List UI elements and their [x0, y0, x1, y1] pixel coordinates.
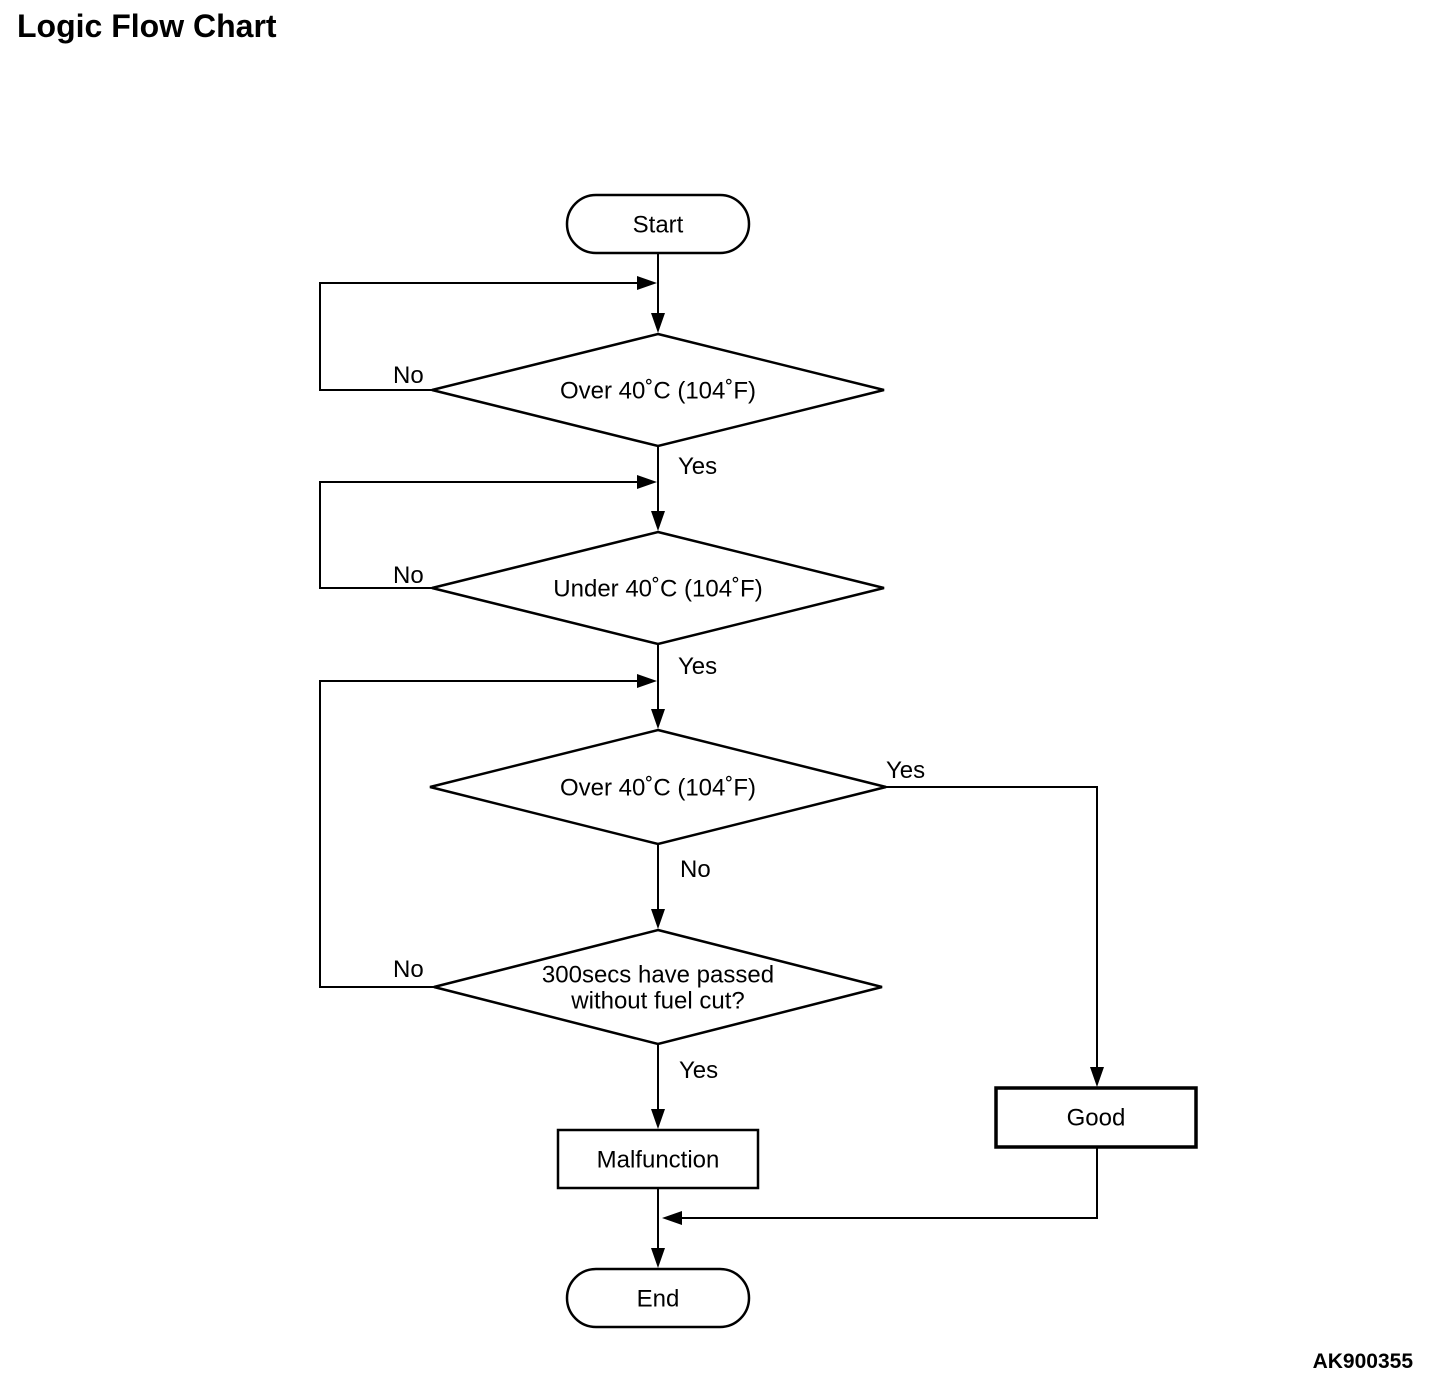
edge-label-d2-no: No	[393, 562, 424, 589]
node-end: End	[565, 1267, 751, 1329]
good-shape	[994, 1086, 1198, 1149]
edge-label-d2-yes: Yes	[678, 653, 717, 680]
decision-label-line1: 300secs have passed	[542, 962, 774, 989]
edge-label-d1-no: No	[393, 362, 424, 389]
edge-d3-no	[651, 844, 665, 929]
malfunction-shape	[556, 1128, 760, 1190]
edge-malfunction-to-end	[651, 1188, 665, 1268]
edge-start-to-d1	[651, 252, 665, 333]
node-decision-under-40c: Under 40˚C (104˚F)	[431, 530, 885, 646]
edge-arrowhead	[651, 1248, 665, 1268]
edge-arrowhead	[637, 674, 657, 688]
edge-arrowhead	[651, 511, 665, 531]
start-shape	[565, 193, 751, 255]
decision-shape	[431, 530, 885, 646]
good-label: Good	[1067, 1105, 1126, 1132]
node-start: Start	[565, 193, 751, 255]
node-decision-over-40c-2: Over 40˚C (104˚F)	[429, 728, 887, 846]
node-good: Good	[994, 1086, 1198, 1149]
start-label: Start	[633, 212, 684, 239]
edge-d1-yes	[651, 446, 665, 531]
edge-arrowhead	[1090, 1067, 1104, 1087]
edge-line	[319, 680, 638, 988]
node-malfunction: Malfunction	[556, 1128, 760, 1190]
edge-d1-no-loop	[319, 276, 657, 391]
edge-good-to-merge	[662, 1147, 1098, 1225]
end-shape	[565, 1267, 751, 1329]
edge-line	[319, 481, 638, 589]
decision-shape	[429, 728, 887, 846]
end-label: End	[637, 1286, 680, 1313]
edge-line	[681, 1147, 1098, 1219]
edge-line	[319, 282, 638, 391]
edge-arrowhead	[662, 1211, 682, 1225]
decision-label-line2: without fuel cut?	[570, 988, 744, 1015]
node-decision-300secs: 300secs have passed without fuel cut?	[433, 928, 883, 1046]
decision-shape	[433, 928, 883, 1046]
page-title: Logic Flow Chart	[17, 8, 277, 44]
edge-arrowhead	[637, 276, 657, 290]
node-decision-over-40c-1: Over 40˚C (104˚F)	[431, 332, 885, 448]
edge-d3-yes	[886, 786, 1104, 1087]
edge-arrowhead	[651, 1109, 665, 1129]
edge-d4-yes	[651, 1044, 665, 1129]
edge-d2-no-loop	[319, 475, 657, 589]
edge-line	[886, 786, 1098, 1070]
edge-label-d4-no: No	[393, 956, 424, 983]
edge-label-d4-yes: Yes	[679, 1057, 718, 1084]
decision-label: Over 40˚C (104˚F)	[560, 378, 756, 405]
malfunction-label: Malfunction	[597, 1147, 720, 1174]
edge-arrowhead	[651, 313, 665, 333]
edge-arrowhead	[637, 475, 657, 489]
figure-code: AK900355	[1312, 1350, 1413, 1373]
edge-d2-yes	[651, 644, 665, 729]
edge-label-d3-no: No	[680, 856, 711, 883]
decision-label: Over 40˚C (104˚F)	[560, 775, 756, 802]
edge-d4-no-loop	[319, 674, 657, 988]
decision-label: Under 40˚C (104˚F)	[553, 576, 762, 603]
edge-arrowhead	[651, 909, 665, 929]
edge-label-d1-yes: Yes	[678, 453, 717, 480]
decision-shape	[431, 332, 885, 448]
edge-label-d3-yes: Yes	[886, 757, 925, 784]
edge-arrowhead	[651, 709, 665, 729]
